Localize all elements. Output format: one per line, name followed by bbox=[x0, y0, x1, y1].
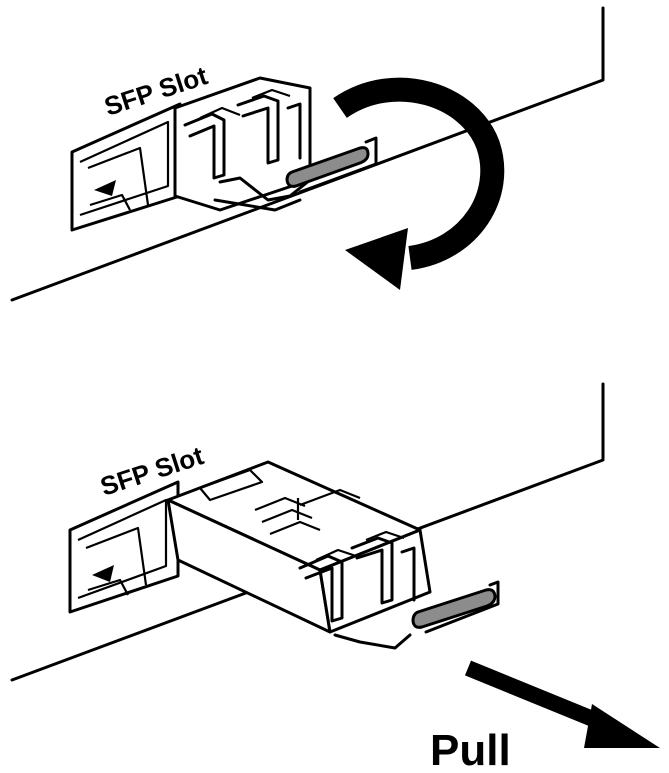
step-rotate-latch-panel: SFP Slot bbox=[10, 6, 605, 302]
bail-latch bbox=[411, 580, 500, 634]
pull-label: Pull bbox=[430, 726, 511, 773]
switch-chassis-outline bbox=[10, 6, 605, 302]
installed-sfp-module bbox=[173, 76, 312, 212]
rotate-arrow-icon bbox=[333, 77, 505, 290]
bail-latch bbox=[285, 136, 378, 194]
pull-arrow-icon bbox=[464, 660, 660, 748]
switch-chassis-outline bbox=[10, 382, 605, 682]
module-top-arrow-marking bbox=[198, 468, 264, 502]
sfp-module-pulled bbox=[166, 460, 432, 650]
empty-sfp-port bbox=[68, 480, 180, 614]
port-triangle-icon bbox=[94, 180, 116, 196]
step-pull-module-panel: SFP Slot Pull bbox=[10, 382, 660, 773]
empty-sfp-port bbox=[70, 102, 182, 232]
port-triangle-icon bbox=[92, 565, 114, 582]
